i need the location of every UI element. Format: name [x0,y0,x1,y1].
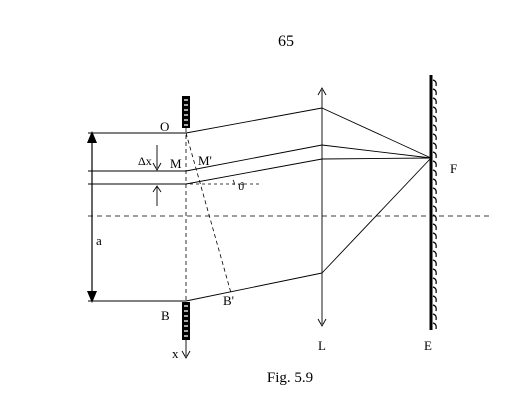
screen-hatch-mark [432,115,437,123]
label-B: B [161,308,170,323]
angle-arc [232,179,235,186]
diffracted-ray-M2 [185,158,323,185]
slit-screen-lower-hatch [184,305,188,337]
label-M: M [170,156,182,171]
x-axis-arrowhead [181,350,191,359]
screen-hatch-mark [432,142,437,150]
screen-hatch-mark [432,88,437,96]
label-delta-x: Δx [138,154,152,168]
page-number: 65 [278,33,294,50]
screen-hatch-mark [432,322,437,330]
screen-hatch-mark [432,124,437,132]
label-O: O [160,119,169,134]
screen-hatch-mark [432,223,437,231]
label-M-prime: M' [198,153,212,168]
label-L: L [318,338,326,353]
screen-hatch-mark [432,196,437,204]
slit-screen-upper [182,96,190,128]
focused-ray-1 [321,107,432,159]
screen-hatch-mark [432,286,437,294]
aperture-arrow-top [87,131,97,143]
screen-hatch-mark [432,295,437,303]
screen-hatch-mark [432,205,437,213]
focused-ray-2 [321,144,432,159]
label-B-prime: B' [223,293,234,308]
aperture-arrow-bottom [87,291,97,303]
screen-hatch-mark [432,133,437,141]
slit-screen-upper-hatch [184,99,188,126]
figure-caption: Fig. 5.9 [267,370,313,386]
delta-x-arrow-top-head [152,162,162,171]
label-a: a [96,233,102,248]
screen-hatch-mark [432,259,437,267]
screen-hatch-mark [432,313,437,321]
diffracted-ray-M [185,144,323,172]
diffracted-ray-B [185,272,323,302]
screen-hatch-mark [432,178,437,186]
screen-hatch-mark [432,151,437,159]
label-x: x [172,346,179,361]
label-F: F [450,161,457,176]
focused-ray-3 [321,157,432,160]
screen-hatch-mark [432,277,437,285]
screen-hatch-mark [432,79,437,87]
label-theta: ϑ [238,179,244,193]
screen-hatch-mark [432,106,437,114]
screen-hatch-mark [432,250,437,258]
focused-ray-4 [321,157,432,274]
screen-hatch-mark [432,97,437,105]
screen-hatch-mark [432,160,437,168]
screen-hatch-mark [432,214,437,222]
lens-arrow-bottom [317,318,327,327]
screen-hatch-mark [432,268,437,276]
lens-arrow-top [317,87,327,96]
screen-hatch-mark [432,187,437,195]
observation-screen-hatching [432,79,437,330]
diffracted-ray-O [185,107,323,134]
screen-hatch-mark [432,232,437,240]
screen-hatch-mark [432,304,437,312]
delta-x-arrow-bottom-head [152,185,162,193]
screen-hatch-mark [432,241,437,249]
label-E: E [424,338,432,353]
screen-hatch-mark [432,169,437,177]
